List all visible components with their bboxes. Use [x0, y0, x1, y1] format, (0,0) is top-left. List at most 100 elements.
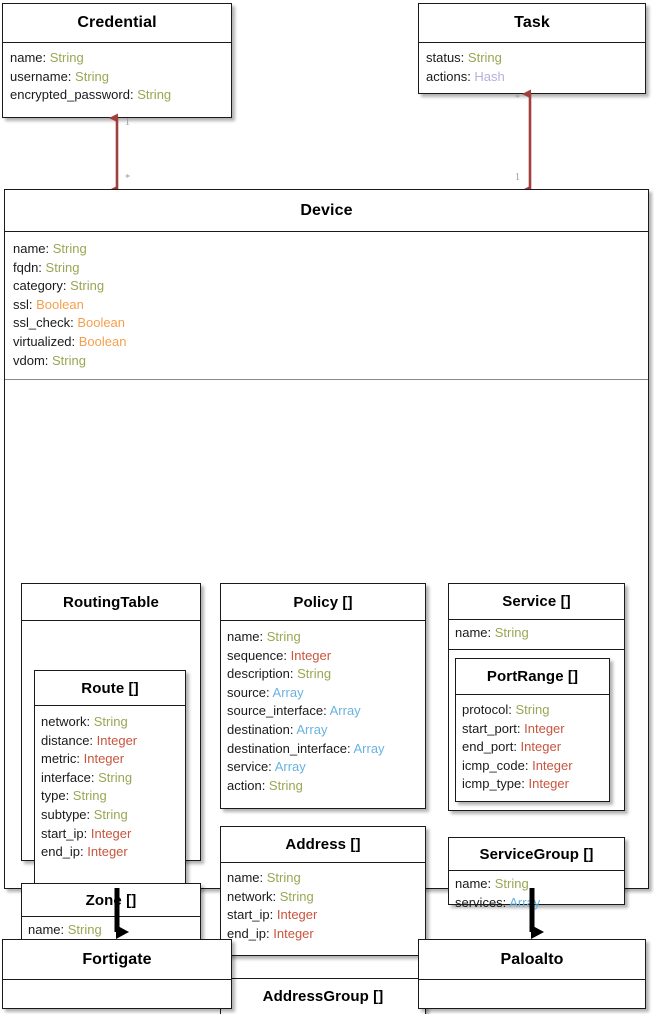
class-title-portrange: PortRange [] — [456, 659, 609, 695]
attribute-type: Integer — [528, 776, 569, 792]
class-attribute: username: String — [10, 68, 225, 87]
attribute-type: String — [45, 259, 80, 275]
attribute-type: String — [93, 806, 128, 822]
attribute-name: start_ip: — [41, 825, 91, 841]
attribute-name: vdom: — [13, 352, 53, 368]
class-attribute: name: String — [455, 624, 619, 643]
class-attribute: source: Array — [227, 684, 420, 703]
attribute-name: name: — [10, 50, 50, 65]
class-title-service: Service [] — [449, 584, 624, 620]
class-title-address: Address [] — [221, 827, 425, 863]
class-box-service[interactable]: Service [] name: String PortRange [] pro… — [448, 583, 625, 811]
attribute-name: source_interface: — [227, 703, 330, 719]
class-title-paloalto: Paloalto — [419, 940, 645, 980]
attribute-name: end_ip: — [41, 844, 88, 860]
class-attribute: name: String — [227, 628, 420, 647]
attribute-name: destination: — [227, 721, 297, 737]
attribute-name: fqdn: — [13, 259, 46, 275]
attribute-name: protocol: — [462, 702, 516, 717]
attribute-type: String — [70, 278, 105, 294]
inheritance-device-fortigate — [114, 888, 129, 939]
attribute-type: String — [297, 666, 332, 682]
multiplicity-credential-end: 1 — [125, 117, 130, 128]
class-attribute: name: String — [227, 869, 420, 888]
class-attribute: source_interface: Array — [227, 702, 420, 721]
attribute-type: String — [72, 788, 107, 804]
attribute-name: start_ip: — [227, 907, 277, 923]
attribute-name: actions: — [426, 68, 475, 84]
class-attribute: network: String — [227, 888, 420, 907]
attribute-name: name: — [227, 629, 267, 644]
class-attribute: end_ip: Integer — [41, 843, 180, 862]
attribute-name: network: — [227, 888, 280, 904]
attribute-type: String — [279, 888, 314, 904]
class-title-servicegroup: ServiceGroup [] — [449, 838, 624, 871]
class-title-route: Route [] — [35, 671, 185, 706]
class-attribute: sequence: Integer — [227, 647, 420, 666]
attribute-type: String — [266, 629, 301, 644]
class-box-portrange[interactable]: PortRange [] protocol: String start_port:… — [455, 658, 610, 802]
attribute-type: String — [93, 714, 128, 729]
class-box-fortigate[interactable]: Fortigate — [2, 939, 232, 1009]
attribute-type: String — [98, 769, 133, 785]
association-task-device — [522, 89, 532, 195]
attribute-name: name: — [455, 625, 495, 640]
class-attributes-service: name: String — [449, 620, 624, 650]
class-title-addressgroup: AddressGroup [] — [221, 979, 425, 1014]
class-attribute: actions: Hash — [426, 68, 639, 87]
class-title-zone: Zone [] — [22, 884, 200, 917]
class-box-paloalto[interactable]: Paloalto — [418, 939, 646, 1009]
attribute-type: Boolean — [36, 296, 84, 312]
class-attribute: icmp_code: Integer — [462, 757, 604, 776]
class-title-credential: Credential — [3, 4, 231, 43]
attribute-type: Integer — [290, 647, 332, 663]
attribute-name: sequence: — [227, 647, 291, 663]
multiplicity-device-end-left: * — [125, 173, 130, 184]
service-nested-region: PortRange [] protocol: String start_port:… — [449, 650, 624, 876]
attribute-type: String — [515, 702, 550, 717]
class-attribute: vdom: String — [13, 352, 641, 371]
attribute-name: source: — [227, 684, 273, 700]
attribute-name: end_port: — [462, 739, 521, 755]
attribute-name: name: — [455, 876, 495, 891]
attribute-type: Boolean — [77, 315, 126, 331]
class-attribute: name: String — [455, 875, 619, 894]
class-attributes-fortigate — [3, 980, 231, 992]
attribute-name: destination_interface: — [227, 740, 354, 756]
attribute-type: Integer — [276, 907, 318, 923]
attribute-name: start_port: — [462, 720, 525, 736]
attribute-type: String — [67, 922, 102, 937]
attribute-type: String — [494, 625, 529, 640]
attribute-name: end_ip: — [227, 925, 274, 941]
attribute-name: name: — [227, 870, 267, 885]
attribute-type: Integer — [90, 825, 132, 841]
class-attribute: icmp_type: Integer — [462, 775, 604, 794]
attribute-type: Integer — [524, 720, 565, 736]
attribute-name: virtualized: — [13, 333, 79, 349]
attribute-name: icmp_code: — [462, 757, 533, 773]
attribute-name: type: — [41, 788, 73, 804]
class-attribute: name: String — [13, 240, 641, 259]
attribute-name: icmp_type: — [462, 776, 529, 792]
attribute-type: Boolean — [78, 333, 127, 349]
class-attribute: destination_interface: Array — [227, 740, 420, 759]
class-box-addressgroup[interactable]: AddressGroup [] name: Stringaddresses: A… — [220, 978, 426, 1014]
attribute-name: ssl: — [13, 296, 37, 312]
class-attribute: end_port: Integer — [462, 738, 604, 757]
class-attribute: interface: String — [41, 769, 180, 788]
attribute-type: Integer — [532, 757, 573, 773]
attribute-name: encrypted_password: — [10, 87, 138, 103]
